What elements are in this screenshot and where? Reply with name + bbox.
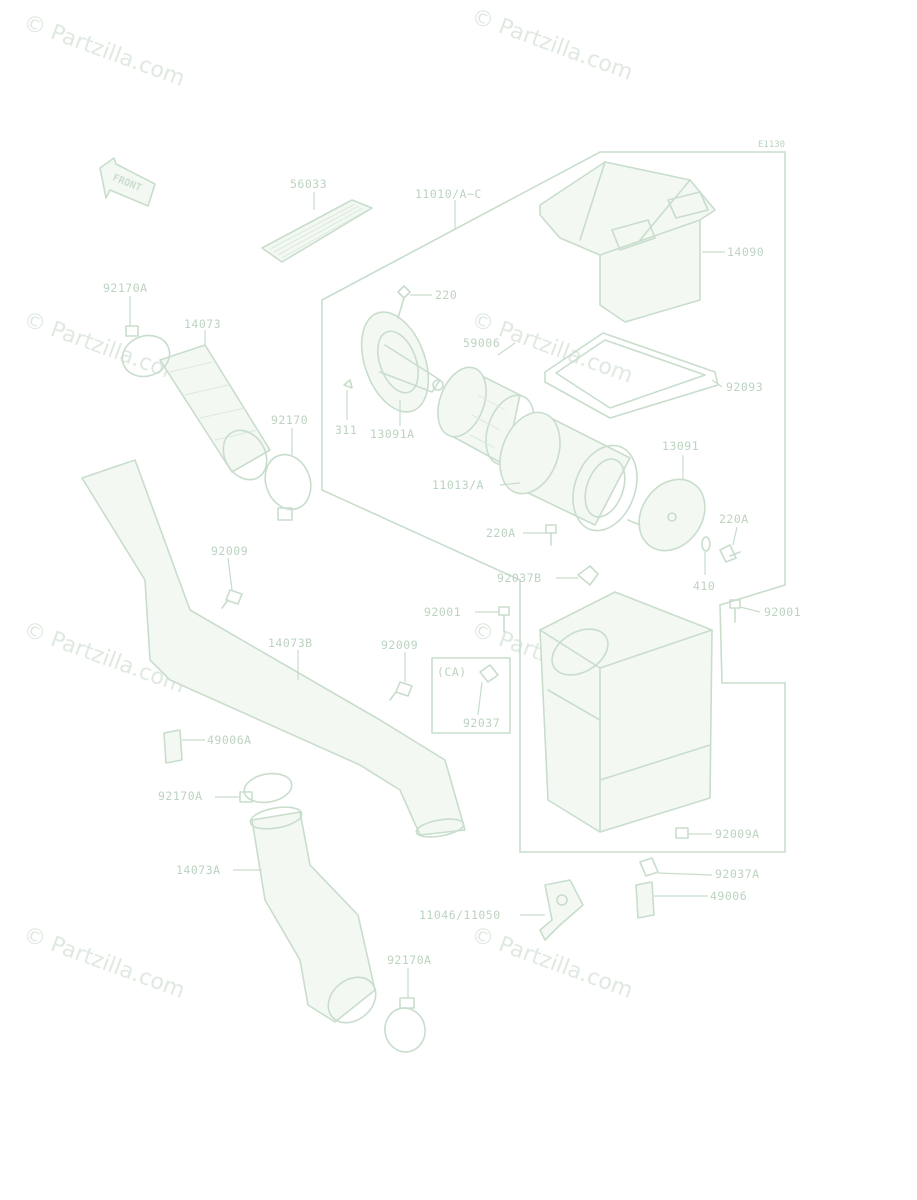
- grommet-49006A[interactable]: [163, 729, 183, 764]
- washer-410[interactable]: [701, 536, 711, 552]
- variant-box-ca: (CA): [431, 657, 511, 734]
- leader-lines: [129, 192, 761, 998]
- part-label[interactable]: 49006: [710, 889, 747, 903]
- part-label[interactable]: 13091A: [370, 427, 415, 441]
- part-label[interactable]: 14073B: [268, 636, 313, 650]
- part-label[interactable]: 14073A: [176, 863, 221, 877]
- part-labels: 56033 11010/A~C 14090 92170A 14073 220 5…: [103, 177, 801, 967]
- duct-14073[interactable]: [159, 344, 275, 488]
- part-label[interactable]: 92001: [424, 605, 461, 619]
- clip-92037B[interactable]: [577, 565, 599, 586]
- filter-element-59006[interactable]: [429, 361, 543, 472]
- part-label[interactable]: 92001: [764, 605, 801, 619]
- watermark: © Partzilla.com: [20, 10, 188, 92]
- pin-311[interactable]: [343, 379, 353, 389]
- diagram-code: E1130: [758, 140, 785, 150]
- part-label[interactable]: 92009A: [715, 827, 760, 841]
- watermark: © Partzilla.com: [468, 4, 636, 86]
- part-label[interactable]: 92170: [271, 413, 308, 427]
- part-label[interactable]: 11013/A: [432, 478, 484, 492]
- bracket-11046[interactable]: [539, 879, 584, 941]
- part-label[interactable]: 92037B: [497, 571, 542, 585]
- part-label[interactable]: 92170A: [103, 281, 148, 295]
- bolt-220A-right[interactable]: [719, 544, 741, 563]
- grommet-49006[interactable]: [635, 881, 655, 919]
- label-plate-56033: [261, 199, 373, 263]
- variant-label: (CA): [437, 665, 467, 679]
- part-label[interactable]: 11010/A~C: [415, 187, 482, 201]
- clamp-92170A-mid[interactable]: [239, 770, 294, 806]
- bolt-220A-left[interactable]: [545, 524, 557, 546]
- part-label[interactable]: 14073: [184, 317, 221, 331]
- watermark: © Partzilla.com: [468, 922, 636, 1004]
- filter-holder-13091A[interactable]: [349, 303, 444, 421]
- watermark: © Partzilla.com: [20, 307, 188, 389]
- part-label[interactable]: 220A: [719, 512, 749, 526]
- part-label[interactable]: 311: [335, 423, 357, 437]
- part-label[interactable]: 59006: [463, 336, 500, 350]
- part-label[interactable]: 92009: [381, 638, 418, 652]
- part-label[interactable]: 92009: [211, 544, 248, 558]
- part-label[interactable]: 49006A: [207, 733, 252, 747]
- front-arrow-icon: FRONT: [99, 157, 156, 207]
- part-label[interactable]: 92037: [463, 716, 500, 730]
- part-label[interactable]: 13091: [662, 439, 699, 453]
- bolt-92009A[interactable]: [675, 827, 689, 839]
- bolt-92001-right[interactable]: [729, 599, 741, 623]
- part-label[interactable]: 92093: [726, 380, 763, 394]
- clip-92037A[interactable]: [639, 857, 659, 877]
- part-label[interactable]: 56033: [290, 177, 327, 191]
- duct-14073B[interactable]: [81, 459, 466, 840]
- air-box-case[interactable]: [539, 591, 713, 833]
- part-label[interactable]: 92170A: [158, 789, 203, 803]
- part-label[interactable]: 410: [693, 579, 715, 593]
- part-label[interactable]: 14090: [727, 245, 764, 259]
- clamp-92170A-top[interactable]: [117, 325, 176, 383]
- bolt-92009-top[interactable]: [221, 589, 243, 609]
- air-filter-11013[interactable]: [489, 404, 648, 540]
- duct-14073A[interactable]: [249, 804, 385, 1032]
- clamp-92170[interactable]: [258, 448, 318, 521]
- assembly-frame: [321, 151, 786, 853]
- part-label[interactable]: 11046/11050: [419, 908, 501, 922]
- part-label[interactable]: 92037A: [715, 867, 760, 881]
- part-label[interactable]: 92170A: [387, 953, 432, 967]
- watermark: © Partzilla.com: [20, 922, 188, 1004]
- seal-92093[interactable]: [544, 332, 719, 419]
- bolt-92009-mid[interactable]: [389, 681, 413, 701]
- bolt-220[interactable]: [397, 285, 411, 319]
- part-label[interactable]: 220: [435, 288, 457, 302]
- air-box-cover-14090[interactable]: [539, 161, 716, 323]
- part-label[interactable]: 220A: [486, 526, 516, 540]
- filter-cap-13091[interactable]: [626, 467, 719, 564]
- clamp-92170A-bottom[interactable]: [381, 997, 428, 1055]
